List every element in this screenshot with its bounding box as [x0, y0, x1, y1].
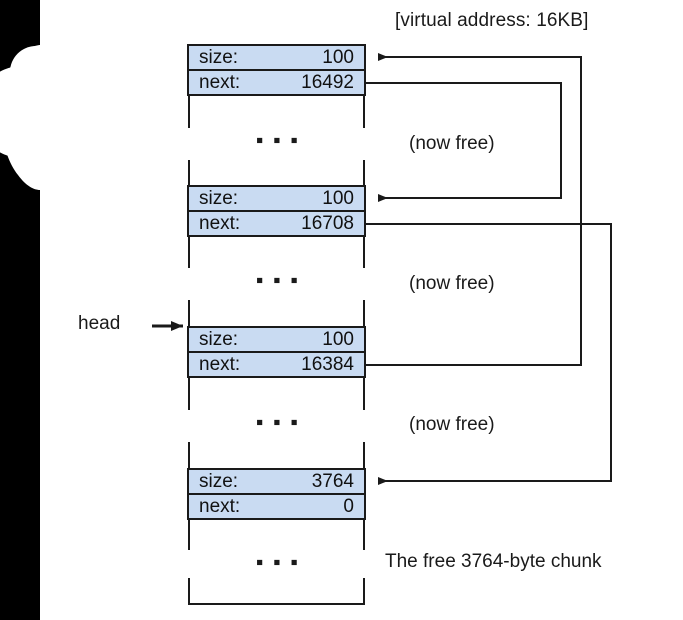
page-title: [virtual address: 16KB]: [395, 10, 589, 31]
ellipsis-2: ▪ ▪ ▪: [256, 269, 301, 292]
chunk-box-2: [187, 185, 366, 326]
chunk-3-next-label: next:: [199, 354, 241, 375]
ellipsis-3: ▪ ▪ ▪: [256, 411, 301, 434]
chunk-4-next-label: next:: [199, 496, 241, 517]
pointer-16708: [365, 223, 612, 485]
chunk-2-next-value: 16708: [301, 213, 354, 234]
pointer-16384: [365, 53, 582, 366]
chunk-3-size-label: size:: [199, 329, 239, 350]
ellipsis-4: ▪ ▪ ▪: [256, 551, 301, 574]
chunk-3-next-value: 16384: [301, 354, 354, 375]
chunk-box-1: [187, 44, 366, 185]
head-label: head: [78, 313, 121, 334]
ellipsis-1: ▪ ▪ ▪: [256, 129, 301, 152]
chunk-1-size-value: 100: [322, 47, 354, 68]
chunk-4-next-value: 0: [343, 496, 354, 517]
chunk-2-size-label: size:: [199, 188, 239, 209]
chunk-4-size-label: size:: [199, 471, 239, 492]
now-free-annotation-3: (now free): [409, 414, 495, 435]
now-free-annotation-2: (now free): [409, 273, 495, 294]
chunk-2-size-value: 100: [322, 188, 354, 209]
chunk-3-size-value: 100: [322, 329, 354, 350]
left-black-bar: [0, 0, 68, 620]
chunk-1-next-label: next:: [199, 72, 241, 93]
chunk-1-next-value: 16492: [301, 72, 354, 93]
chunk-2-next-label: next:: [199, 213, 241, 234]
chunk-box-4: [187, 468, 366, 605]
now-free-annotation-1: (now free): [409, 133, 495, 154]
pointer-16492: [365, 82, 562, 202]
chunk-box-3: [187, 326, 366, 468]
free-chunk-caption: The free 3764-byte chunk: [385, 551, 602, 572]
chunk-1-size-label: size:: [199, 47, 239, 68]
chunk-4-size-value: 3764: [311, 471, 354, 492]
